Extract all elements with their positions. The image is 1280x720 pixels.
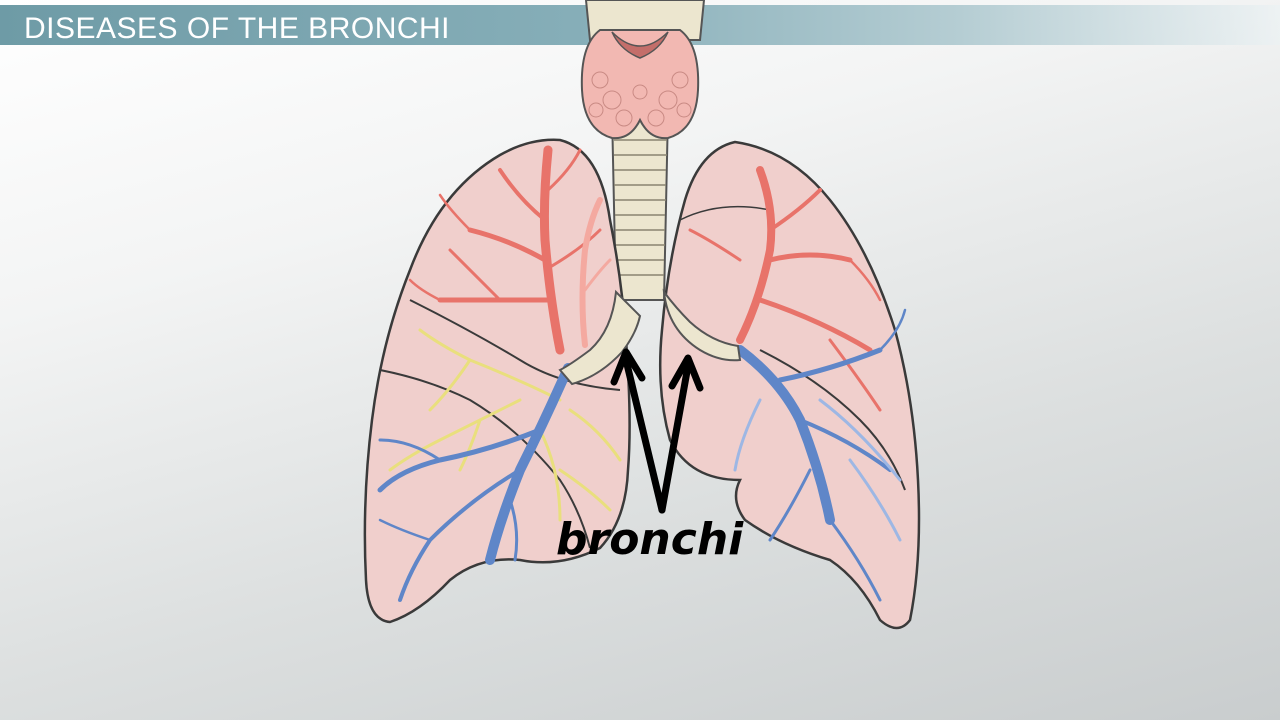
thyroid: [580, 29, 700, 140]
main-bronchi: [558, 288, 742, 386]
left-veins: [377, 363, 573, 602]
left-arteries-light: [579, 197, 612, 348]
right-veins-light: [733, 398, 902, 542]
left-lymph: [388, 328, 622, 522]
left-arteries: [408, 145, 602, 355]
slide-title: DISEASES OF THE BRONCHI: [24, 12, 451, 45]
right-arteries: [688, 166, 882, 412]
arrow-up-icon: [610, 348, 704, 514]
bronchi-label: bronchi: [556, 514, 744, 565]
right-veins: [735, 308, 907, 602]
